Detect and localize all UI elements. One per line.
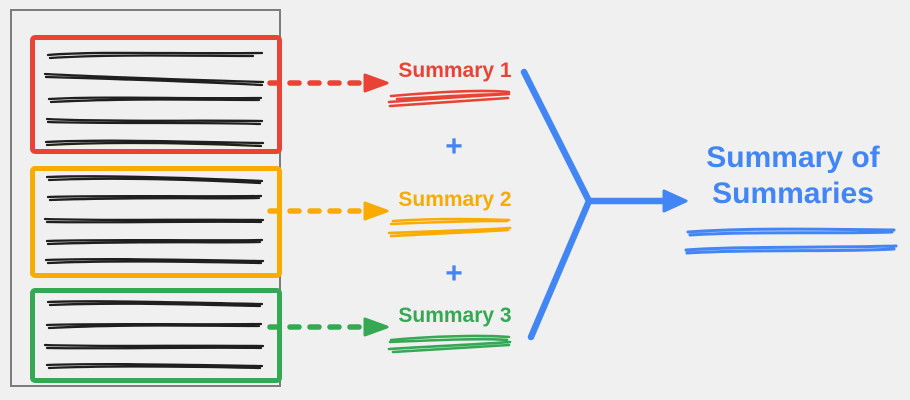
merge-branch-lines (520, 68, 593, 341)
dashed-arrow-3 (267, 317, 389, 337)
summary-1-label: Summary 1 (398, 59, 512, 82)
result-line-2: Summaries (712, 177, 874, 210)
text-scribble-lines (43, 175, 265, 265)
plus-sign-1: + (445, 130, 463, 163)
text-scribble-lines (43, 300, 265, 370)
text-scribble-lines (43, 51, 265, 148)
summary-2-label: Summary 2 (398, 188, 512, 211)
summary-of-summaries-label: Summary of Summaries (676, 140, 910, 212)
summary-3-scribble (387, 334, 512, 354)
document-section-2 (30, 166, 282, 278)
dashed-arrow-2 (267, 201, 389, 221)
summary-3-label: Summary 3 (398, 304, 512, 327)
document-section-1 (30, 35, 282, 154)
dashed-arrow-1 (267, 73, 389, 93)
summary-2-scribble (387, 217, 512, 238)
plus-sign-2: + (445, 257, 463, 290)
summary-1-scribble (387, 89, 511, 108)
result-scribble (684, 227, 898, 255)
result-line-1: Summary of (706, 141, 880, 174)
document-section-3 (30, 288, 282, 383)
source-document (10, 9, 282, 387)
